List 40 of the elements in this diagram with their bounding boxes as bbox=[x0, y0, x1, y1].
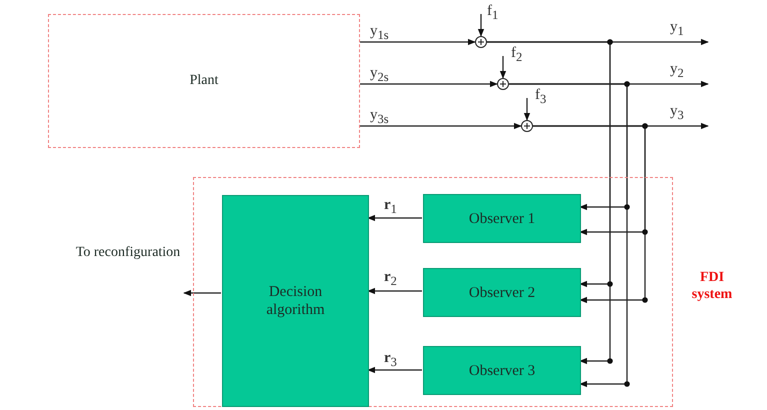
edge-label: y$_{1}$ bbox=[670, 20, 684, 38]
edge-label: f$_{3}$ bbox=[535, 88, 546, 106]
signal-arrow bbox=[533, 125, 646, 304]
signal-arrow bbox=[183, 290, 221, 296]
summing-junction bbox=[497, 78, 509, 90]
signal-arrow bbox=[367, 214, 422, 222]
process-box bbox=[423, 346, 581, 395]
process-box bbox=[222, 195, 369, 407]
node-label: Observer 2 bbox=[468, 284, 536, 302]
edge-label: y$_{2}$ bbox=[670, 62, 684, 80]
system-label: FDI system bbox=[690, 270, 734, 304]
signal-arrow bbox=[367, 366, 422, 374]
edge-label: r$_{3}$ bbox=[384, 351, 397, 368]
edge-label: y$_{3}$ bbox=[670, 104, 684, 122]
edge-label: y$_{1s}$ bbox=[370, 24, 389, 42]
edge-label: f$_{2}$ bbox=[511, 46, 522, 64]
signal-arrow bbox=[478, 14, 484, 37]
edge-label: y$_{3s}$ bbox=[370, 108, 389, 126]
node-label: Decision algorithm bbox=[265, 283, 326, 319]
node-label: Plant bbox=[190, 73, 218, 89]
plant-box bbox=[48, 14, 360, 148]
signal-arrow bbox=[360, 80, 498, 88]
node-label: Observer 1 bbox=[468, 210, 536, 228]
edge-label: r$_{1}$ bbox=[384, 198, 397, 216]
signal-arrow bbox=[360, 38, 476, 46]
signal-arrow bbox=[367, 288, 422, 294]
process-box bbox=[423, 268, 581, 317]
process-box bbox=[423, 194, 581, 243]
signal-arrow bbox=[500, 56, 506, 79]
edge-label: f$_{1}$ bbox=[487, 4, 498, 22]
signal-arrow bbox=[524, 98, 530, 121]
summing-junction bbox=[521, 120, 533, 132]
edge-label: r$_{2}$ bbox=[384, 270, 397, 288]
signal-arrow bbox=[360, 122, 522, 130]
edge-label: y$_{2s}$ bbox=[370, 66, 389, 84]
summing-junction bbox=[475, 36, 487, 48]
node-label: Observer 3 bbox=[468, 362, 536, 380]
node-label: To reconfiguration bbox=[76, 244, 180, 262]
signal-arrow bbox=[509, 83, 628, 388]
signal-arrow bbox=[487, 41, 611, 364]
